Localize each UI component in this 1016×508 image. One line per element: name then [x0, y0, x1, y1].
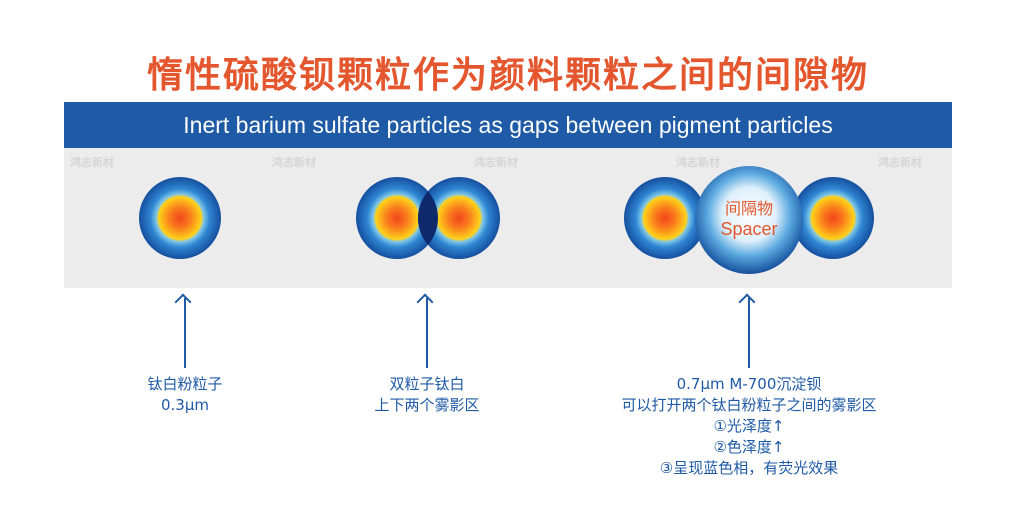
page-title: 惰性硫酸钡颗粒作为颜料颗粒之间的间隙物 — [146, 55, 869, 96]
caption-line: ②色泽度↑ — [713, 438, 785, 456]
caption-line: 上下两个雾影区 — [374, 396, 480, 414]
caption-line: 钛白粉粒子 — [147, 375, 223, 393]
caption-spacer: 0.7μm M-700沉淀钡 可以打开两个钛白粉粒子之间的雾影区 ①光泽度↑ ②… — [589, 374, 909, 479]
double-pigment-particle-right — [418, 177, 500, 259]
single-pigment-particle — [139, 177, 221, 259]
caption-line: 双粒子钛白 — [389, 375, 465, 393]
caption-single: 钛白粉粒子 0.3μm — [105, 374, 265, 416]
caption-double: 双粒子钛白 上下两个雾影区 — [347, 374, 507, 416]
watermark: 鸿志新材 — [70, 156, 114, 169]
double-pigment-particle-left — [356, 177, 438, 259]
arrow-up-icon — [184, 298, 186, 368]
banner: Inert barium sulfate particles as gaps b… — [64, 102, 952, 148]
caption-line: 0.3μm — [160, 396, 209, 414]
watermark: 鸿志新材 — [272, 156, 316, 169]
arrow-up-icon — [426, 298, 428, 368]
caption-line: 可以打开两个钛白粉粒子之间的雾影区 — [621, 396, 877, 414]
spacer-particle — [695, 166, 803, 274]
watermark: 鸿志新材 — [474, 156, 518, 169]
watermark: 鸿志新材 — [878, 156, 922, 169]
spacer-label-cn: 间隔物 — [725, 199, 773, 218]
spacer-pigment-particle-right — [792, 177, 874, 259]
caption-line: ①光泽度↑ — [713, 417, 785, 435]
spacer-pigment-particle-left — [624, 177, 706, 259]
arrow-up-icon — [748, 298, 750, 368]
caption-line: 0.7μm M-700沉淀钡 — [676, 375, 822, 393]
watermark: 鸿志新材 — [676, 156, 720, 169]
spacer-label-en: Spacer — [720, 219, 777, 239]
banner-text: Inert barium sulfate particles as gaps b… — [183, 112, 833, 138]
caption-line: ③呈现蓝色相，有荧光效果 — [659, 459, 839, 477]
